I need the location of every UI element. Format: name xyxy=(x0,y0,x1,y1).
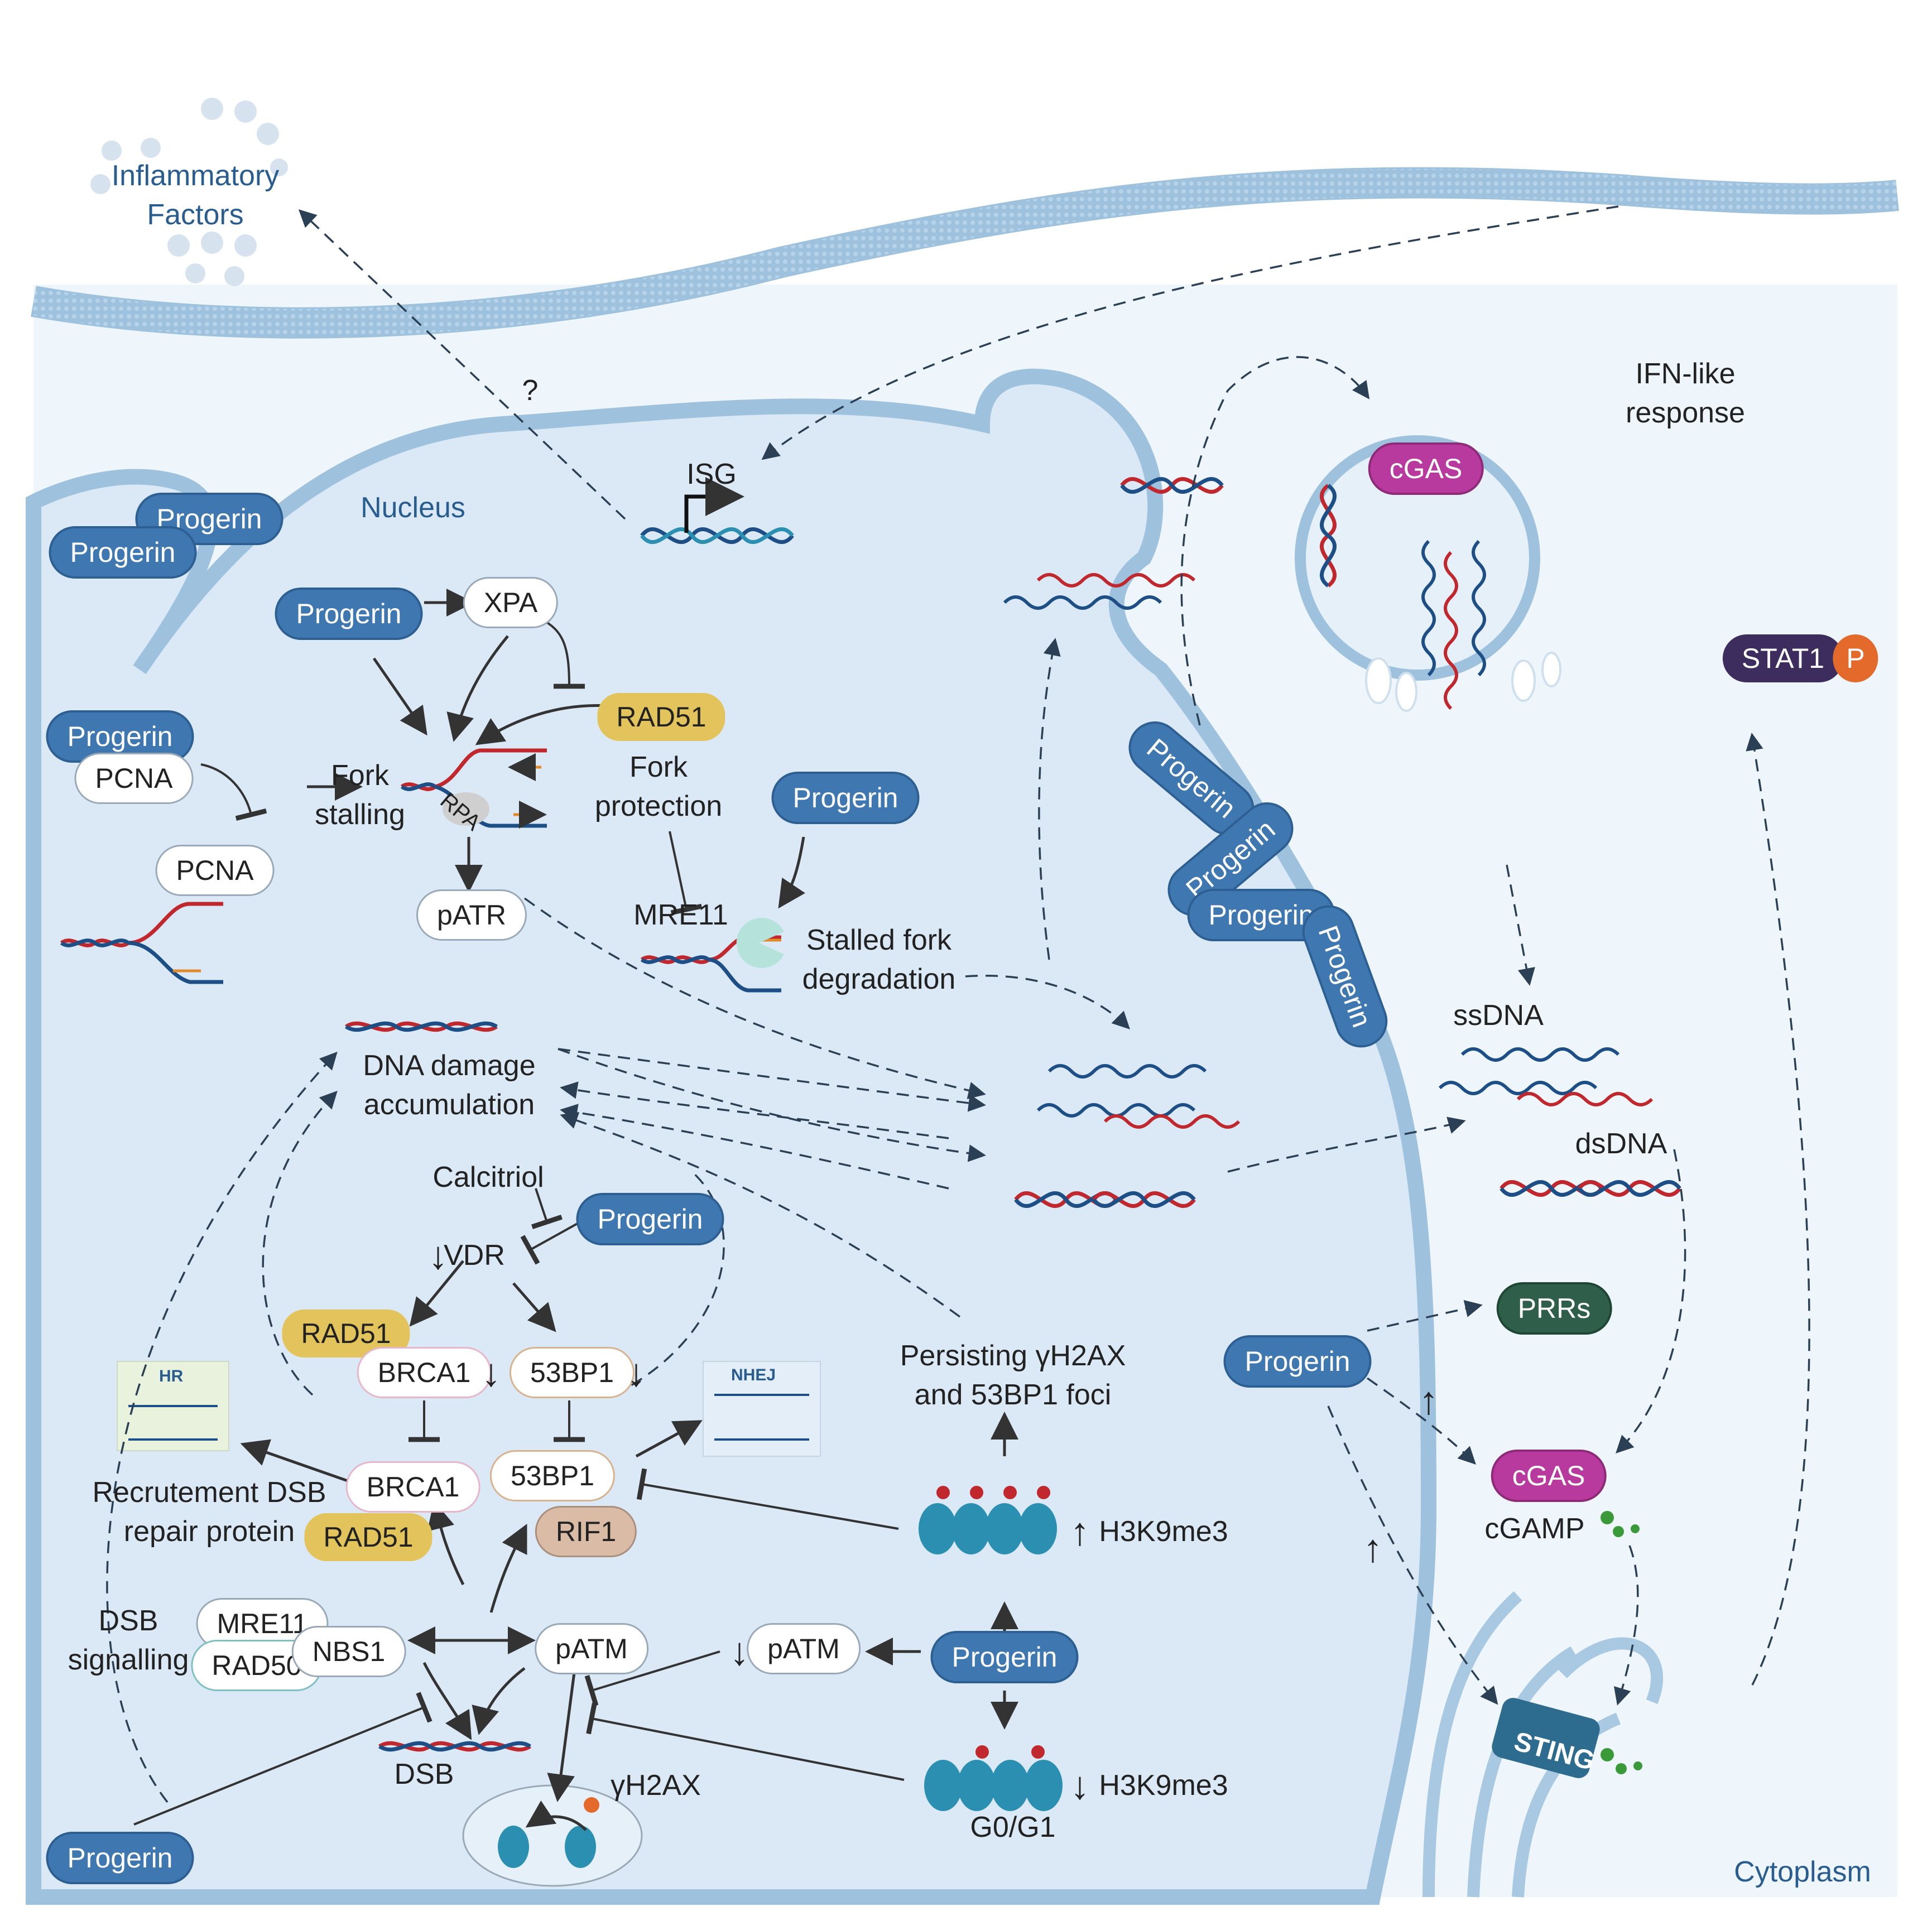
rad50-node: RAD50 xyxy=(191,1640,323,1691)
nbs1-node: NBS1 xyxy=(291,1626,406,1677)
vdr-label: VDR xyxy=(444,1239,505,1272)
calcitriol-label: Calcitriol xyxy=(432,1161,544,1193)
ifn-response-label: IFN-like response xyxy=(1626,357,1745,429)
down-arrow-icon: ↓ xyxy=(428,1233,448,1277)
inflammatory-factors-label: Inflammatory Factors xyxy=(111,159,280,231)
up-arrow-icon: ↑ xyxy=(1070,1509,1090,1553)
h3k9me3-up-label: H3K9me3 xyxy=(1099,1515,1228,1548)
dashed-arrows xyxy=(106,205,1810,1803)
hr-label: HR xyxy=(159,1367,184,1385)
dsb-signalling-label: DSB signalling xyxy=(68,1604,189,1676)
progerin-envelope-2: Progerin xyxy=(49,526,197,579)
mre11-nuclease-shape xyxy=(736,918,784,968)
mre11-fork-label: MRE11 xyxy=(633,898,728,931)
stalled-fork-label: Stalled fork degradation xyxy=(802,923,956,995)
stat1-node: STAT1 xyxy=(1722,634,1844,682)
persisting-foci-label: Persisting γH2AX and 53BP1 foci xyxy=(900,1339,1126,1411)
inhibition-lines xyxy=(133,618,905,1826)
g0g1-label: G0/G1 xyxy=(970,1811,1056,1843)
progerin-vdr: Progerin xyxy=(576,1193,724,1245)
patm-reduced-node: pATM xyxy=(747,1623,861,1674)
mre11-node: MRE11 xyxy=(196,1598,329,1649)
ssdna-label: ssDNA xyxy=(1453,999,1544,1032)
rpa-blob xyxy=(443,792,489,826)
up-arrow-icon: ↑ xyxy=(1419,1378,1439,1422)
dna-fragments xyxy=(1003,540,1654,1129)
nucleus-label: Nucleus xyxy=(361,491,465,524)
isg-promoter-arrow xyxy=(684,477,744,533)
progerin-cgas: Progerin xyxy=(1223,1335,1372,1388)
cgas-micronucleus-node: cGAS xyxy=(1368,442,1484,495)
extracellular-space xyxy=(33,45,1897,285)
down-arrow-icon: ↓ xyxy=(729,1629,749,1673)
nucleosomes-down xyxy=(924,1760,1063,1811)
rif1-node: RIF1 xyxy=(535,1506,637,1557)
down-arrow-icon: ↓ xyxy=(1070,1763,1090,1807)
nhej-label: NHEJ xyxy=(731,1366,776,1384)
fork-stalling-label: Fork stalling xyxy=(315,759,405,831)
nucleosomes-up xyxy=(919,1503,1057,1554)
dsdna-helices xyxy=(60,477,1681,1752)
dsdna-label: dsDNA xyxy=(1575,1127,1667,1160)
dna-damage-label: DNA damage accumulation xyxy=(363,1049,536,1121)
rad51-low-node: RAD51 xyxy=(304,1513,432,1561)
micronucleus-rupture xyxy=(1365,652,1561,712)
progerin-mre11: Progerin xyxy=(771,772,920,824)
patm-node: pATM xyxy=(535,1623,648,1674)
patr-node: pATR xyxy=(416,889,527,941)
unknown-mark: ? xyxy=(522,374,539,407)
recrutement-label: Recrutement DSB repair protein xyxy=(92,1476,326,1548)
gh2ax-label: γH2AX xyxy=(611,1769,701,1802)
progerin-patm: Progerin xyxy=(930,1631,1079,1683)
fork-protection-label: Fork protection xyxy=(594,750,723,822)
progerin-dsb: Progerin xyxy=(46,1832,194,1884)
pcna-free-node: PCNA xyxy=(155,845,275,896)
phospho-node: P xyxy=(1833,634,1878,682)
sting-shape xyxy=(1492,1698,1600,1778)
cgas-node: cGAS xyxy=(1491,1450,1607,1502)
progerin-xpa: Progerin xyxy=(275,588,423,640)
down-arrow-icon: ↓ xyxy=(481,1350,501,1394)
isg-label: ISG xyxy=(686,458,737,490)
cgamp-molecules xyxy=(1601,1511,1642,1774)
up-arrow-icon: ↑ xyxy=(1363,1526,1383,1570)
cgamp-label: cGAMP xyxy=(1484,1512,1585,1545)
brca1-vdr-node: BRCA1 xyxy=(357,1347,492,1398)
rad51-fork-node: RAD51 xyxy=(597,693,725,741)
h3k9me3-down-label: H3K9me3 xyxy=(1099,1769,1228,1802)
down-arrow-icon: ↓ xyxy=(626,1350,646,1394)
prrs-node: PRRs xyxy=(1496,1282,1612,1335)
inflammatory-factor-dots xyxy=(90,98,288,286)
53bp1-vdr-node: 53BP1 xyxy=(509,1347,635,1398)
micronucleus xyxy=(1295,435,1540,681)
pcna-bound-node: PCNA xyxy=(74,753,194,804)
53bp1-node: 53BP1 xyxy=(489,1450,616,1501)
brca1-node: BRCA1 xyxy=(345,1461,480,1513)
solid-arrows xyxy=(240,589,1018,1831)
xpa-node: XPA xyxy=(463,577,559,628)
cytoplasm-label: Cytoplasm xyxy=(1734,1855,1871,1888)
dsb-label: DSB xyxy=(394,1758,454,1790)
